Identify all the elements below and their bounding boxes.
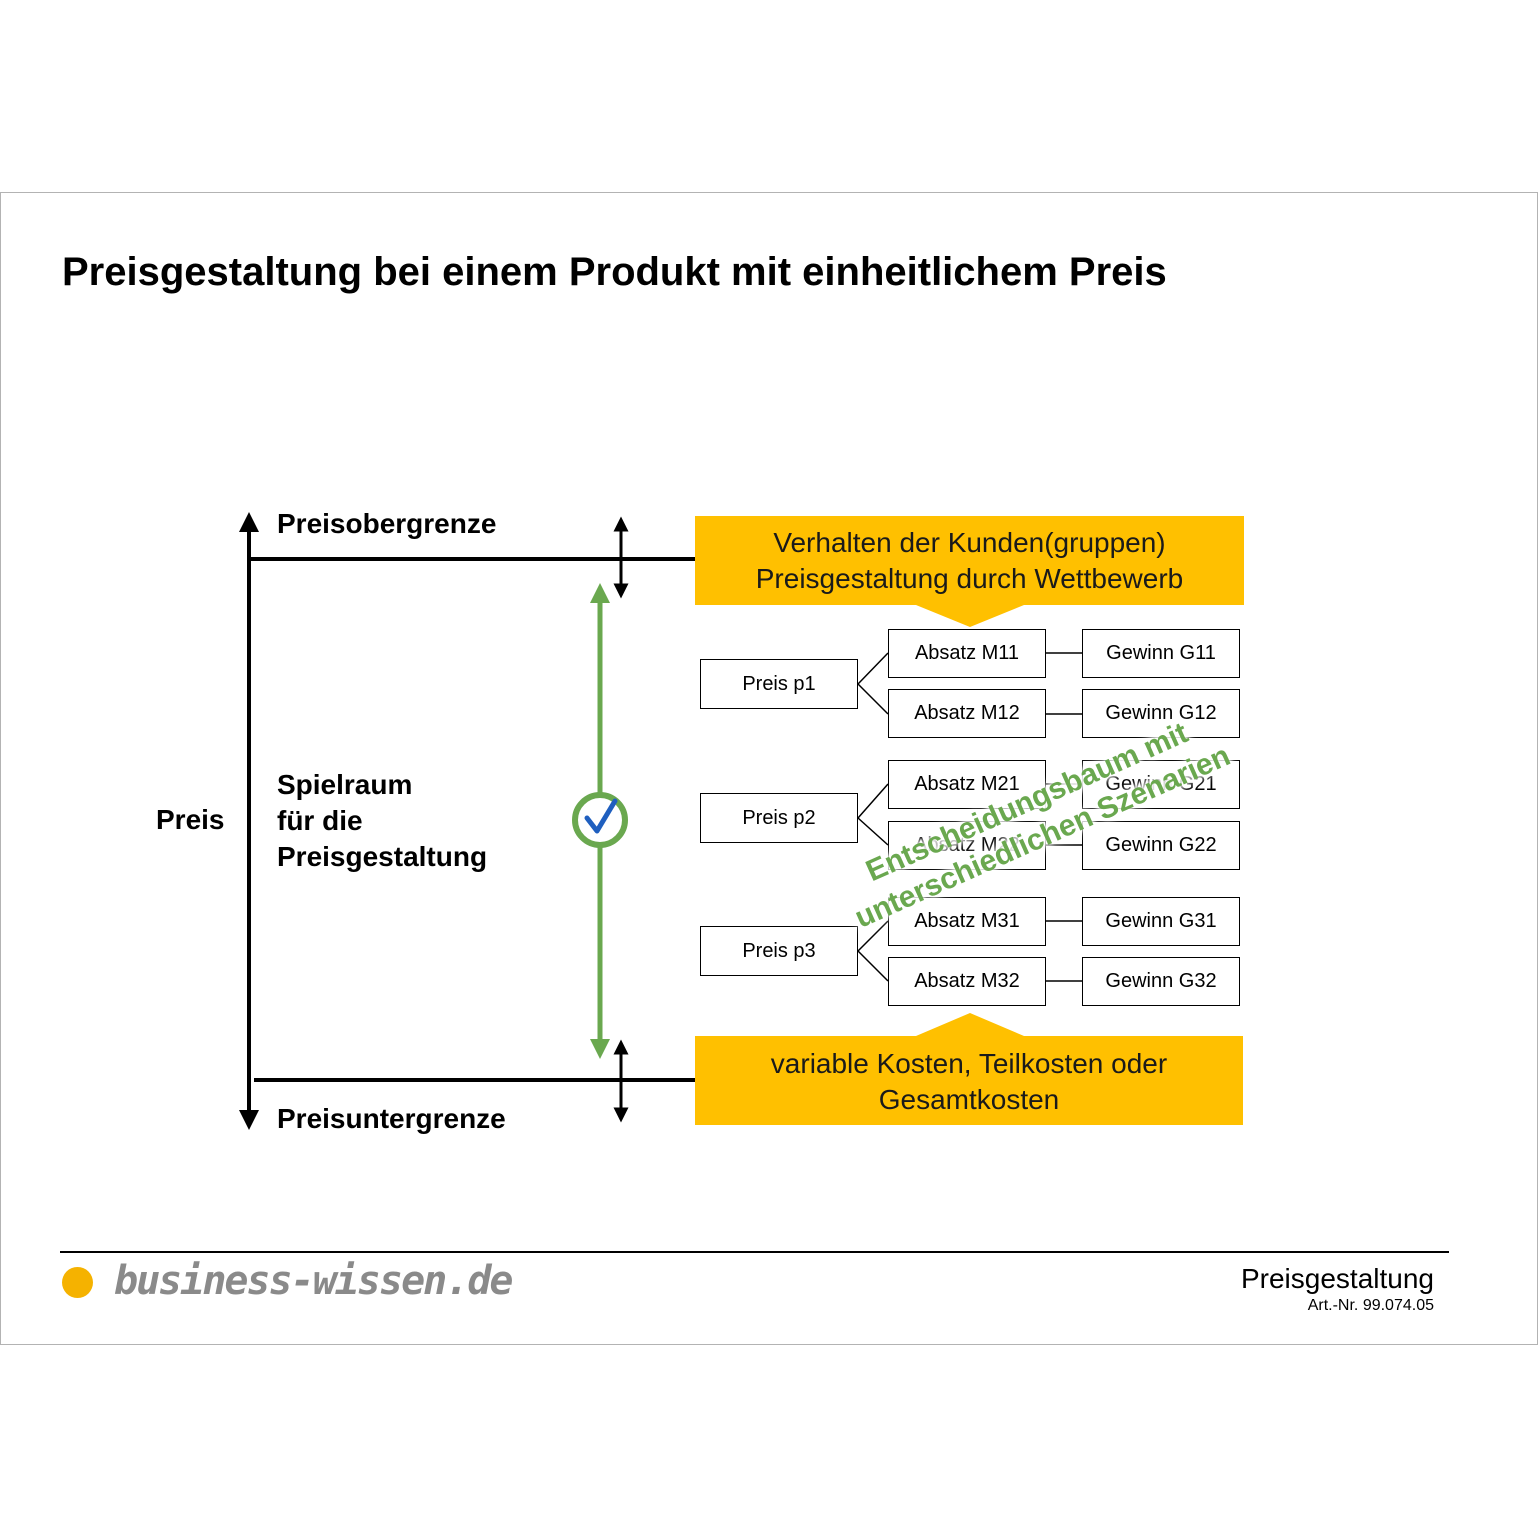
callout-bottom-shape (695, 1013, 1243, 1125)
price-box: Preis p3 (700, 926, 858, 976)
callout-top-text: Verhalten der Kunden(gruppen) Preisgesta… (755, 527, 1184, 594)
absatz-box: Absatz M31 (888, 897, 1046, 946)
gewinn-box: Gewinn G11 (1082, 629, 1240, 678)
axis-label: Preis (156, 804, 225, 835)
callout-bottom-text: variable Kosten, Teilkosten oder Gesamtk… (770, 1048, 1168, 1115)
brand-dot-icon (62, 1267, 93, 1298)
absatz-box: Absatz M22 (888, 821, 1046, 870)
upper-limit-label: Preisobergrenze (277, 508, 497, 539)
footer-article-number: Art.-Nr. 99.074.05 (1307, 1297, 1434, 1314)
checkmark-icon (584, 798, 618, 834)
check-circle (572, 792, 628, 848)
gewinn-box: Gewinn G31 (1082, 897, 1240, 946)
gewinn-box: Gewinn G21 (1082, 760, 1240, 809)
absatz-box: Absatz M12 (888, 689, 1046, 738)
spielraum-label: Spielraum für die Preisgestaltung (277, 769, 488, 872)
footer-divider (60, 1251, 1449, 1253)
callout-top-shape (695, 516, 1244, 627)
absatz-box: Absatz M11 (888, 629, 1046, 678)
gewinn-box: Gewinn G22 (1082, 821, 1240, 870)
absatz-box: Absatz M32 (888, 957, 1046, 1006)
page-title: Preisgestaltung bei einem Produkt mit ei… (62, 250, 1167, 294)
gewinn-box: Gewinn G32 (1082, 957, 1240, 1006)
brand-logo: business-wissen.de (114, 1258, 513, 1304)
footer-topic: Preisgestaltung (1240, 1263, 1434, 1294)
lower-limit-label: Preisuntergrenze (277, 1103, 506, 1134)
gewinn-box: Gewinn G12 (1082, 689, 1240, 738)
price-box: Preis p1 (700, 659, 858, 709)
tree-connectors (857, 652, 1082, 982)
absatz-box: Absatz M21 (888, 760, 1046, 809)
price-box: Preis p2 (700, 793, 858, 843)
